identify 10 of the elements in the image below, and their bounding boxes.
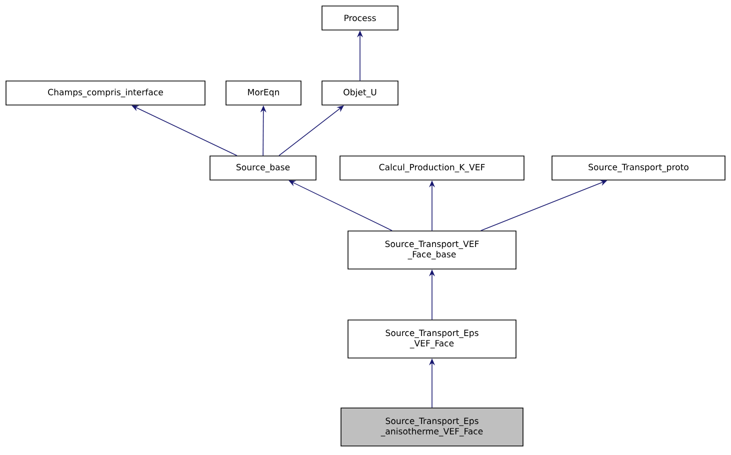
class-box: Champs_compris_interface [6,80,206,106]
class-box: Source_Transport_VEF _Face_base [348,230,516,270]
class-box: Objet_U [322,80,398,106]
class-box: MorEqn [226,80,302,106]
class-box: Process [322,6,398,30]
class-box: Source_Transport_Eps _anisotherme_VEF_Face [340,408,524,446]
class-box: Source_base [210,156,316,180]
class-box: Source_Transport_Eps _VEF_Face [348,320,516,358]
class-box: Source_Transport_proto [552,156,726,180]
class-box: Calcul_Production_K_VEF [340,156,524,180]
